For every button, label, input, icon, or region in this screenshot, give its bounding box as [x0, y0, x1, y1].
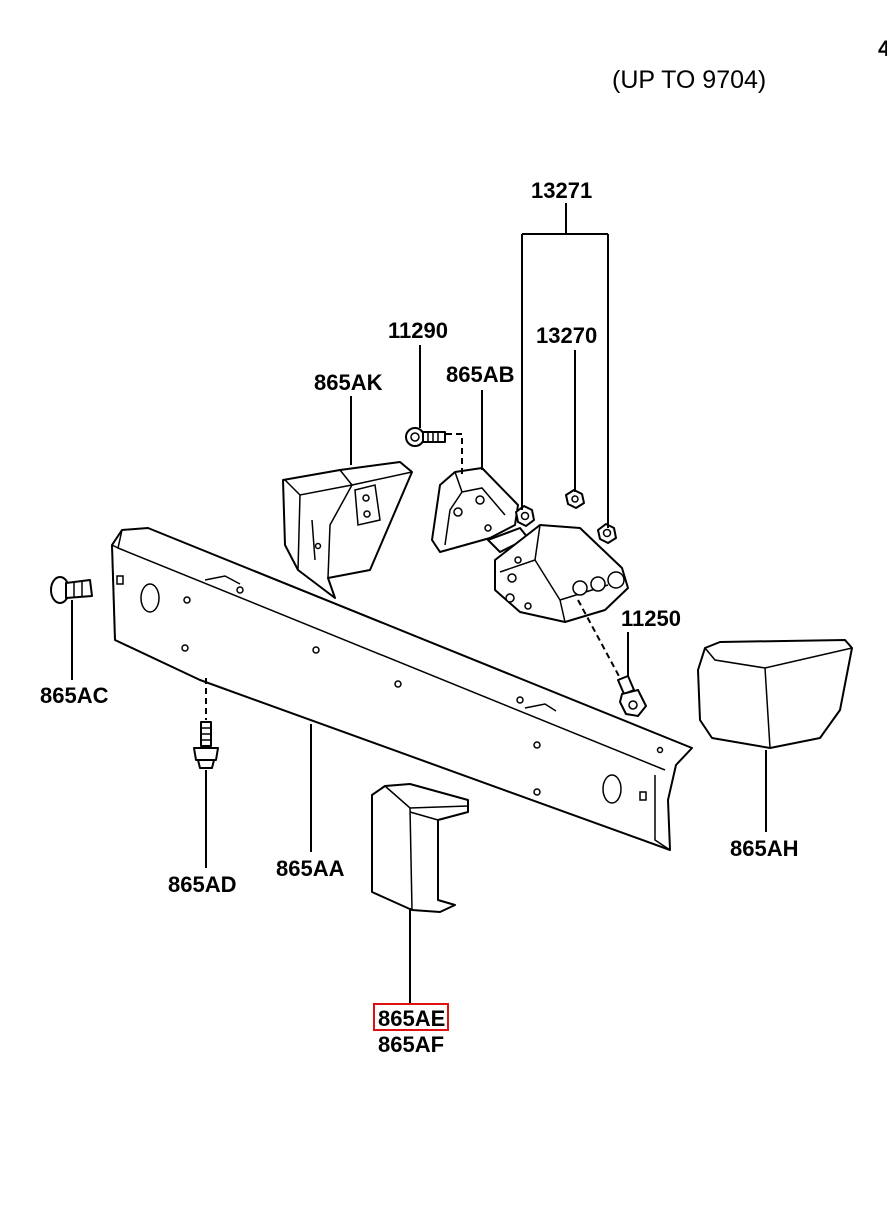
bolt-865AD-part[interactable] [193, 721, 219, 769]
bumper-beam-part[interactable] [111, 527, 693, 851]
label-865AB[interactable]: 865AB [446, 362, 514, 387]
bolt-11250-part[interactable] [617, 675, 647, 717]
bolt-11290-part[interactable] [405, 427, 446, 447]
label-865AA[interactable]: 865AA [276, 856, 345, 881]
label-11250[interactable]: 11250 [621, 606, 681, 631]
nut-13271-left-part[interactable] [515, 505, 535, 527]
highlight-box [373, 1003, 449, 1031]
nut-13270-part[interactable] [565, 489, 585, 509]
lower-guard-part[interactable] [371, 783, 469, 913]
label-865AF[interactable]: 865AF [378, 1032, 444, 1057]
label-865AC[interactable]: 865AC [40, 683, 109, 708]
nut-13271-right-part[interactable] [597, 523, 617, 544]
label-13270[interactable]: 13270 [536, 323, 597, 348]
corner-mark: 4 [878, 36, 887, 61]
label-865AH[interactable]: 865AH [730, 836, 798, 861]
label-13271[interactable]: 13271 [531, 178, 592, 203]
energy-absorber-part[interactable] [487, 524, 629, 623]
model-range-note: (UP TO 9704) [612, 66, 766, 94]
label-865AE[interactable]: 865AE [378, 1006, 445, 1031]
leader-lines [71, 203, 767, 1003]
label-865AD[interactable]: 865AD [168, 872, 236, 897]
right-end-cap-part[interactable] [697, 639, 853, 749]
clip-865AC-part[interactable] [50, 576, 93, 604]
left-bracket-part[interactable] [282, 461, 413, 599]
label-865AK[interactable]: 865AK [314, 370, 383, 395]
label-11290[interactable]: 11290 [388, 318, 448, 343]
center-bracket-part[interactable] [431, 467, 519, 553]
